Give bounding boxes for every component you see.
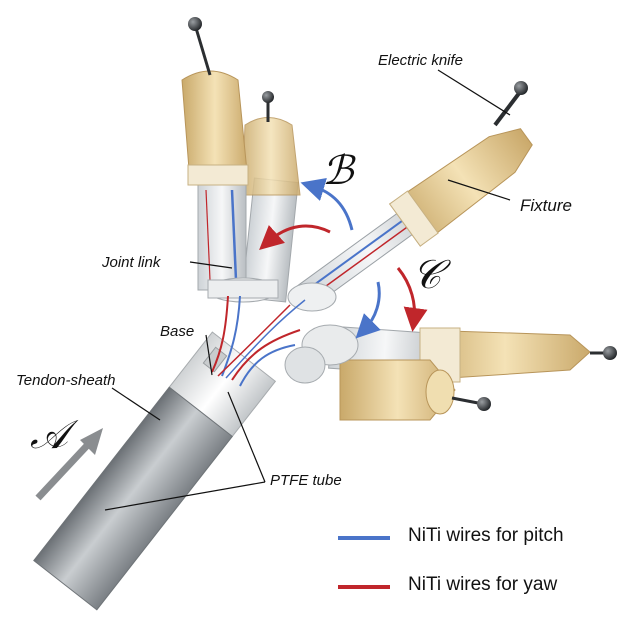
- arrow-a: [35, 433, 99, 501]
- callout-lines: [104, 69, 511, 511]
- arrow-c-blue: [355, 281, 381, 339]
- right-lower-arm: [284, 282, 617, 421]
- arrow-b-blue: [300, 177, 354, 231]
- left-upper-arm-rear: [241, 91, 301, 303]
- base-assembly: [33, 295, 306, 611]
- arrow-c-red: [396, 267, 428, 332]
- label-tendon-sheath: Tendon-sheath: [16, 372, 116, 389]
- label-electric-knife: Electric knife: [378, 52, 464, 69]
- legend-text-yaw: NiTi wires for yaw: [408, 574, 558, 595]
- label-base: Base: [160, 323, 195, 340]
- left-upper-arm-front: [181, 17, 279, 303]
- right-upper-arm: [291, 81, 533, 312]
- label-motion-c: 𝒞: [412, 252, 442, 298]
- arrow-b-red: [259, 224, 331, 251]
- label-joint-link: Joint link: [102, 254, 161, 271]
- label-fixture: Fixture: [520, 196, 572, 215]
- label-motion-b: ℬ: [322, 148, 354, 194]
- legend-swatch-pitch: [338, 536, 390, 540]
- legend-swatch-yaw: [338, 585, 390, 589]
- label-motion-a: 𝒜: [30, 412, 68, 458]
- legend: NiTi wires for pitch NiTi wires for yaw: [338, 515, 638, 615]
- legend-text-pitch: NiTi wires for pitch: [408, 525, 564, 546]
- motion-arrows: [35, 177, 428, 501]
- label-ptfe-tube: PTFE tube: [270, 472, 342, 489]
